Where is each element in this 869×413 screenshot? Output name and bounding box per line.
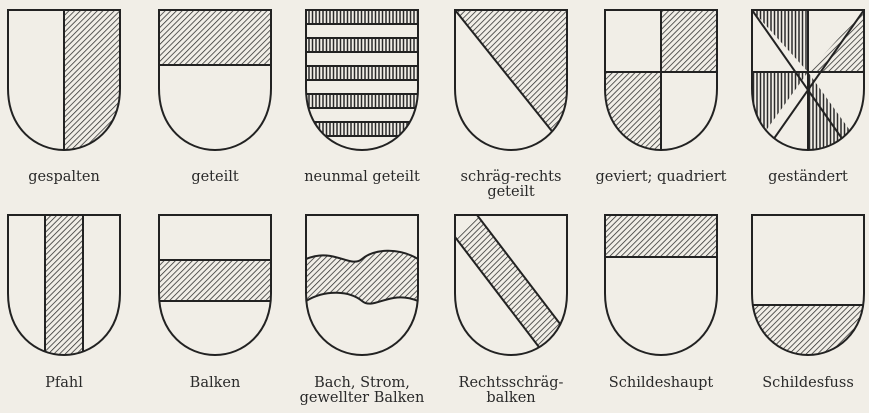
shield-geteilt — [159, 10, 271, 150]
caption-neunmal-geteilt: neunmal geteilt — [287, 170, 437, 185]
caption-schildesfuss: Schildesfuss — [733, 376, 869, 391]
shield-neunmal-geteilt — [306, 10, 418, 150]
caption-pfahl: Pfahl — [0, 376, 139, 391]
shield-bach — [306, 215, 418, 355]
caption-geteilt: geteilt — [140, 170, 290, 185]
shield-gestaendert — [752, 10, 864, 170]
caption-schraeg-rechts-geteilt: schräg-rechts geteilt — [436, 170, 586, 200]
shield-balken — [159, 215, 271, 355]
shield-gespalten — [8, 10, 120, 150]
shield-schildeshaupt — [605, 215, 717, 355]
caption-bach: Bach, Strom, gewellter Balken — [287, 376, 437, 406]
caption-gestaendert: geständert — [733, 170, 869, 185]
shield-geviert — [605, 10, 717, 150]
caption-balken: Balken — [140, 376, 290, 391]
caption-gespalten: gespalten — [0, 170, 139, 185]
shield-schildesfuss — [752, 215, 864, 355]
caption-rechtsschraegbalken: Rechtsschräg- balken — [436, 376, 586, 406]
shield-rechtsschraegbalken — [455, 215, 567, 355]
caption-schildeshaupt: Schildeshaupt — [586, 376, 736, 391]
shield-pfahl — [8, 215, 120, 355]
shield-schraeg-rechts-geteilt — [455, 10, 567, 150]
caption-geviert: geviert; quadriert — [586, 170, 736, 185]
